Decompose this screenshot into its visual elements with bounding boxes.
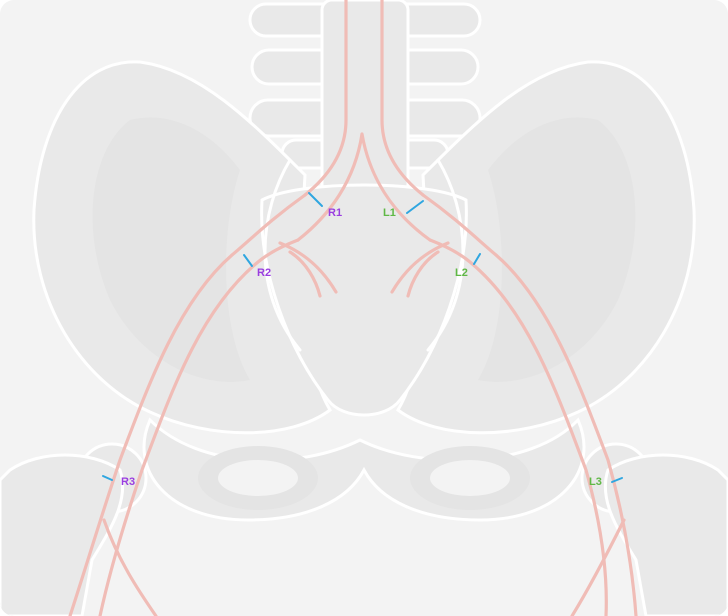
femurs [0,442,728,616]
marker-r2 [243,254,253,267]
label-r2: R2 [257,267,271,279]
marker-r3 [102,475,113,481]
measurement-markers [102,192,623,483]
label-r3: R3 [121,476,135,488]
pubic-region [142,417,586,522]
aorta-iliac-arteries-icon [68,0,638,616]
label-l3: L3 [589,476,602,488]
marker-l3 [611,477,623,483]
label-l2: L2 [455,267,468,279]
measurement-labels: R1 L1 R2 L2 R3 L3 [121,207,602,488]
label-r1: R1 [328,207,342,219]
marker-l1 [406,200,424,214]
marker-l2 [473,253,481,265]
label-l1: L1 [383,207,396,219]
marker-r1 [308,192,323,207]
